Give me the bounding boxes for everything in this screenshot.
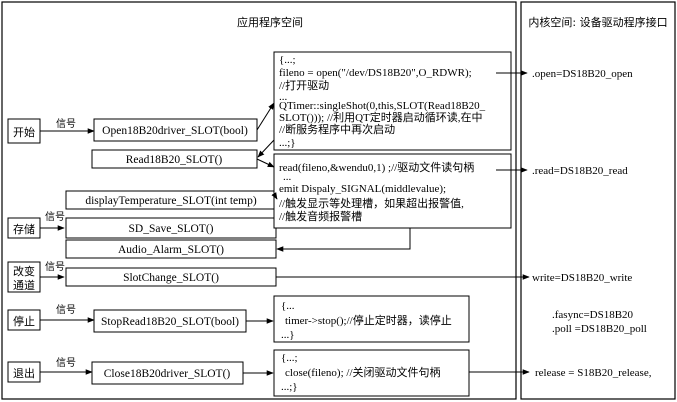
stop-code-line: {...: [281, 300, 295, 312]
start-button[interactable]: [7, 118, 41, 144]
open-code-line: {...;: [279, 54, 296, 66]
open-code-line: ...: [279, 91, 288, 103]
user-space-title: 应用程序空间: [237, 15, 303, 29]
read-code-text: read(fileno,&wendu0,1) ;//驱动文件读句柄 ... em…: [279, 160, 474, 223]
display-slot-label: displayTemperature_SLOT(int temp): [85, 195, 256, 207]
change-channel-label-2: 通道: [13, 278, 35, 292]
audio-alarm-slot-box: [65, 239, 277, 259]
close-code-line: {...;: [281, 352, 298, 364]
read-slot-label: Read18B20_SLOT(): [126, 154, 223, 166]
open-code-line: fileno = open("/dev/DS18B20",O_RDWR);: [279, 67, 472, 79]
kernel-write-label: write=DS18B20_write: [532, 272, 632, 284]
stop-code-block: [273, 295, 470, 343]
change-channel-label-1: 改变: [13, 264, 35, 278]
read-slot-to-code: [256, 158, 275, 168]
kernel-release-label: release = S18B20_release,: [535, 367, 652, 379]
store-button-label: 存储: [13, 222, 35, 236]
sd-save-slot-label: SD_Save_SLOT(): [129, 223, 214, 235]
read-code-to-display: [271, 192, 278, 200]
read-code-line: ...: [283, 171, 292, 183]
read-code-line: //触发音频报警槽: [279, 209, 362, 223]
open-slot-label: Open18B20driver_SLOT(bool): [102, 125, 248, 137]
read-code-line: read(fileno,&wendu0,1) ;//驱动文件读句柄: [279, 160, 474, 174]
read-code-line: emit Dispaly_SIGNAL(middlevalue);: [279, 183, 446, 195]
kernel-labels: .open=DS18B20_open .read=DS18B20_read wr…: [532, 68, 652, 379]
read-code-to-audio: [276, 228, 411, 252]
exit-button-label: 退出: [13, 366, 35, 380]
close-code-line: close(fileno); //关闭驱动文件句柄: [285, 365, 441, 379]
user-space-frame: [1, 1, 517, 400]
kernel-space-frame: [520, 1, 676, 400]
change-channel-button[interactable]: [7, 261, 41, 293]
slot-change-slot-label: SlotChange_SLOT(): [123, 272, 219, 284]
kernel-fasync-label: .fasync=DS18B20: [552, 309, 634, 321]
kernel-space-title: 内核空间: 设备驱动程序接口: [528, 15, 667, 29]
signal-label-start: 信号: [56, 118, 76, 130]
read-code-block: [273, 153, 512, 229]
kernel-poll-label: .poll =DS18B20_poll: [552, 323, 647, 335]
read-code-line: //触发显示等处理槽，如果超出报警值,: [279, 196, 464, 210]
audio-alarm-slot-label: Audio_Alarm_SLOT(): [118, 244, 224, 256]
kernel-open-label: .open=DS18B20_open: [532, 68, 633, 80]
close-code-text: {...; close(fileno); //关闭驱动文件句柄 ...;}: [281, 352, 441, 393]
open-code-line: ...;}: [279, 137, 296, 149]
kernel-read-label: .read=DS18B20_read: [532, 165, 628, 177]
open-code-line: //断服务程序中再次启动: [279, 122, 395, 136]
signal-label-exit: 信号: [56, 357, 76, 369]
close-code-line: ...;}: [281, 381, 298, 393]
signal-label-change: 信号: [45, 261, 65, 273]
stop-code-text: {... timer->stop();//停止定时器，读停止 ...}: [281, 300, 452, 341]
start-button-label: 开始: [13, 125, 35, 139]
stop-button-label: 停止: [13, 314, 35, 328]
stop-code-line: timer->stop();//停止定时器，读停止: [285, 313, 452, 327]
open-code-line: //打开驱动: [279, 78, 329, 92]
stop-code-line: ...}: [281, 329, 295, 341]
open-code-line: QTimer::singleShot(0,this,SLOT(Read18B20…: [279, 100, 486, 112]
close-code-block: [273, 349, 470, 397]
open-code-block: [273, 51, 512, 151]
open-code-text: {...; fileno = open("/dev/DS18B20",O_RDW…: [279, 54, 486, 149]
stop-read-slot-label: StopRead18B20_SLOT(bool): [101, 316, 239, 328]
signal-label-stop: 信号: [56, 304, 76, 316]
code-to-read-slot: [257, 139, 275, 158]
open-slot-to-code: [256, 102, 275, 131]
signal-label-store: 信号: [45, 211, 65, 223]
close-slot-label: Close18B20driver_SLOT(): [104, 368, 231, 380]
open-code-line: SLOT())); //利用QT定时器启动循环读,在中: [279, 110, 482, 124]
